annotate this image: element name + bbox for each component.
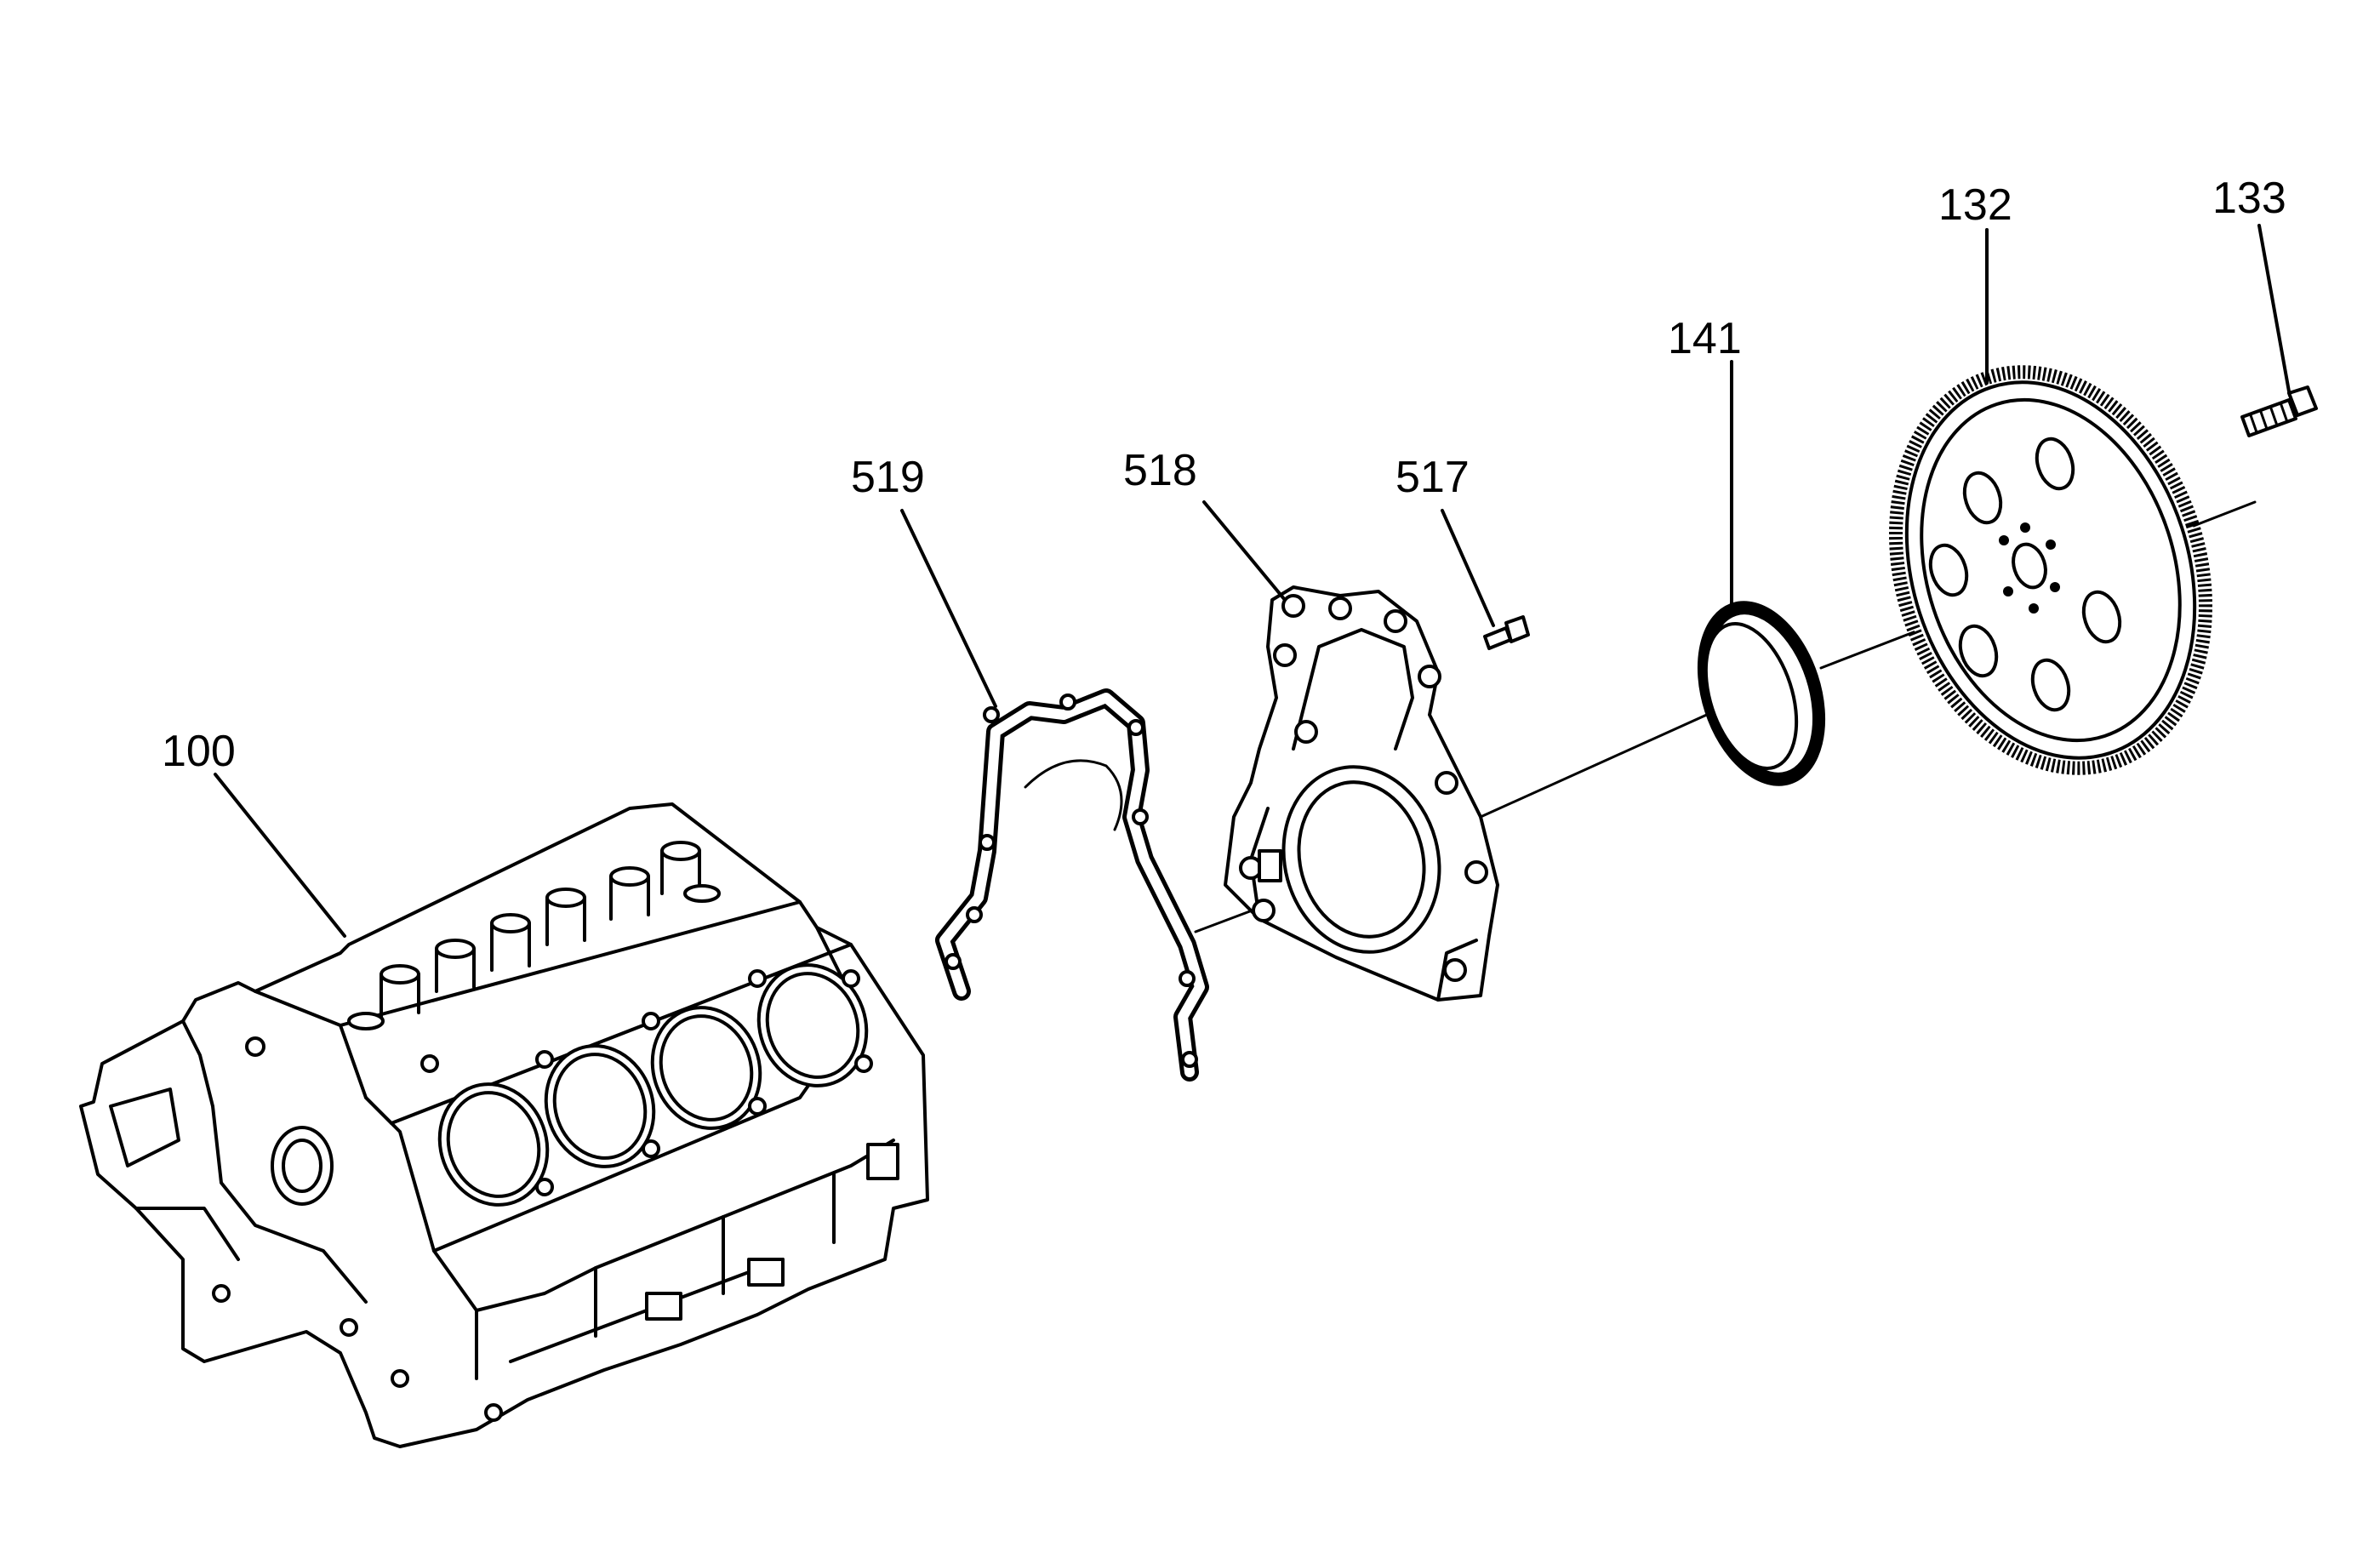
cylinder-bores [437, 963, 869, 1207]
flexplate-bolt-133 [2240, 385, 2318, 437]
crankshaft-rear-oil-seal-141 [1697, 601, 1826, 786]
callout-517: 517 [1395, 453, 1470, 502]
callout-100: 100 [162, 727, 236, 776]
rear-cover-518 [1224, 585, 1499, 1002]
flexplate-holes [1928, 437, 2122, 712]
callout-519: 519 [851, 453, 925, 502]
valley-bosses [347, 841, 721, 1030]
rear-cover-bolt-517 [1483, 615, 1530, 650]
engine-block-100 [79, 802, 929, 1448]
callout-132: 132 [1938, 180, 2012, 230]
flexplate-132 [1889, 365, 2212, 775]
leader-lines [214, 224, 2291, 938]
deck-bolt-holes [420, 969, 873, 1196]
callout-133: 133 [2212, 174, 2286, 223]
callout-518: 518 [1123, 446, 1197, 495]
flexplate-bolt-circle [1999, 522, 2060, 614]
rear-cover-gasket-519 [935, 688, 1209, 1082]
callout-141: 141 [1668, 314, 1742, 363]
